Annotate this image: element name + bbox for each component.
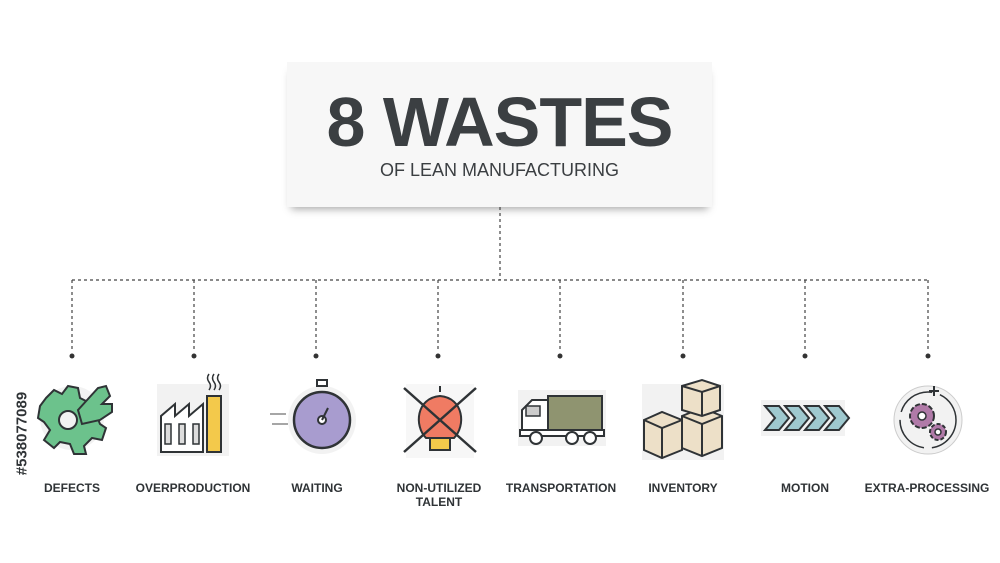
drop-dot xyxy=(802,353,808,359)
page-subtitle: OF LEAN MANUFACTURING xyxy=(379,160,620,180)
drop-dot xyxy=(69,353,75,359)
drop-dot xyxy=(191,353,197,359)
waste-label-motion: MOTION xyxy=(781,481,829,495)
gear-wrench-icon xyxy=(36,384,113,455)
stock-id-watermark: #538077089 xyxy=(13,391,31,476)
waste-label-non-utilized-talent: NON-UTILIZED TALENT xyxy=(396,481,482,509)
factory-icon xyxy=(157,373,229,456)
truck-icon xyxy=(518,390,606,446)
chevrons-icon xyxy=(761,400,851,436)
drop-dot xyxy=(680,353,686,359)
drop-dot xyxy=(925,353,931,359)
boxes-icon xyxy=(642,378,724,460)
crossed-lightbulb-icon xyxy=(403,384,477,458)
drop-dot xyxy=(313,353,319,359)
waste-label-transportation: TRANSPORTATION xyxy=(505,481,617,495)
waste-label-overproduction: OVERPRODUCTION xyxy=(135,481,251,495)
waste-label-waiting: WAITING xyxy=(291,481,343,495)
drop-dot xyxy=(557,353,563,359)
stopwatch-icon xyxy=(270,379,356,454)
waste-label-defects: DEFECTS xyxy=(43,481,100,495)
title-card xyxy=(287,62,712,207)
drop-dot xyxy=(435,353,441,359)
waste-label-inventory: INVENTORY xyxy=(648,481,718,495)
gears-icon xyxy=(893,385,963,455)
page-title: 8 WASTES xyxy=(326,83,674,161)
waste-label-extra-processing: EXTRA-PROCESSING xyxy=(864,481,990,495)
